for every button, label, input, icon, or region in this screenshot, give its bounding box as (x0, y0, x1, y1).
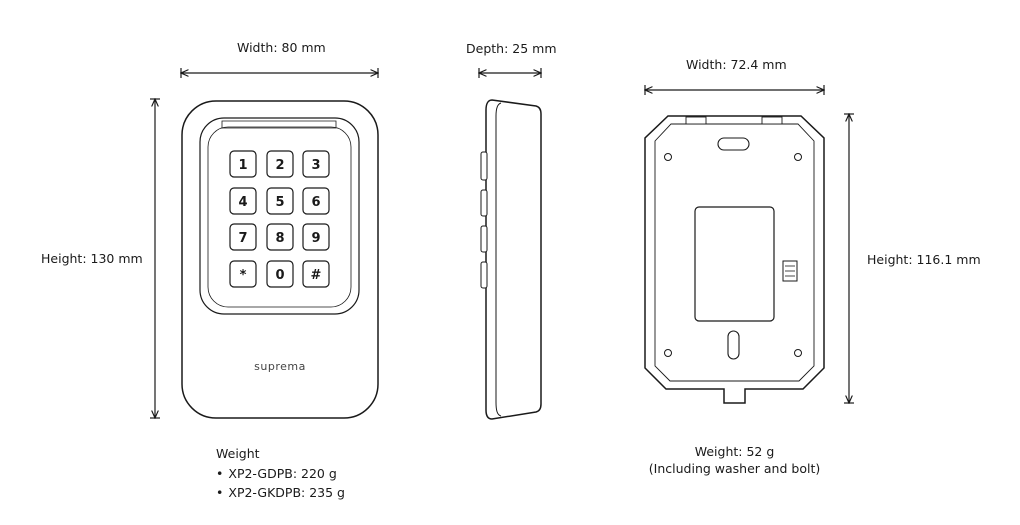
bracket-width-label: Width: 72.4 mm (686, 57, 787, 72)
key-nine-label: 9 (311, 231, 320, 246)
reader-weight-title: Weight (216, 446, 260, 461)
key-seven-label: 7 (238, 231, 247, 246)
weight-item-text: XP2-GKDPB: 235 g (228, 485, 345, 500)
weight-item-text: XP2-GDPB: 220 g (228, 466, 337, 481)
side-depth-label: Depth: 25 mm (466, 41, 557, 56)
key-hash-label: # (311, 268, 322, 283)
key-nine-button (302, 223, 330, 251)
front-height-dimension-line (150, 99, 160, 418)
reader-weight-list: XP2-GDPB: 220 g XP2-GKDPB: 235 g (216, 464, 345, 502)
key-three-button (302, 150, 330, 178)
key-zero-button (266, 260, 294, 288)
key-two-label: 2 (275, 158, 284, 173)
bracket-width-dimension-line (645, 85, 824, 95)
front-width-dimension-line (181, 68, 378, 78)
key-eight-label: 8 (275, 231, 284, 246)
key-four-button (229, 187, 257, 215)
reader-side-body (480, 99, 542, 420)
key-six-button (302, 187, 330, 215)
front-height-label: Height: 130 mm (41, 251, 143, 266)
bracket-weight-note: (Including washer and bolt) (648, 461, 821, 476)
mounting-bracket (644, 115, 825, 404)
key-two-button (266, 150, 294, 178)
bracket-height-dimension-line (844, 114, 854, 403)
side-depth-dimension-line (479, 68, 541, 78)
key-eight-button (266, 223, 294, 251)
key-seven-button (229, 223, 257, 251)
weight-item-gdpb: XP2-GDPB: 220 g (216, 464, 345, 483)
key-star-label: * (240, 268, 247, 283)
front-width-label: Width: 80 mm (237, 40, 326, 55)
key-one-button (229, 150, 257, 178)
brand-logo: suprema (254, 360, 306, 373)
key-hash-button (302, 260, 330, 288)
key-one-label: 1 (238, 158, 247, 173)
key-four-label: 4 (238, 195, 247, 210)
keypad: 1 2 3 4 5 6 7 8 9 * 0 # (229, 150, 330, 288)
bracket-height-label: Height: 116.1 mm (867, 252, 981, 267)
key-star-button (229, 260, 257, 288)
key-five-button (266, 187, 294, 215)
key-zero-label: 0 (275, 268, 284, 283)
key-six-label: 6 (311, 195, 320, 210)
key-three-label: 3 (311, 158, 320, 173)
bracket-weight-label: Weight: 52 g (694, 444, 775, 459)
key-five-label: 5 (275, 195, 284, 210)
weight-item-gkdpb: XP2-GKDPB: 235 g (216, 483, 345, 502)
